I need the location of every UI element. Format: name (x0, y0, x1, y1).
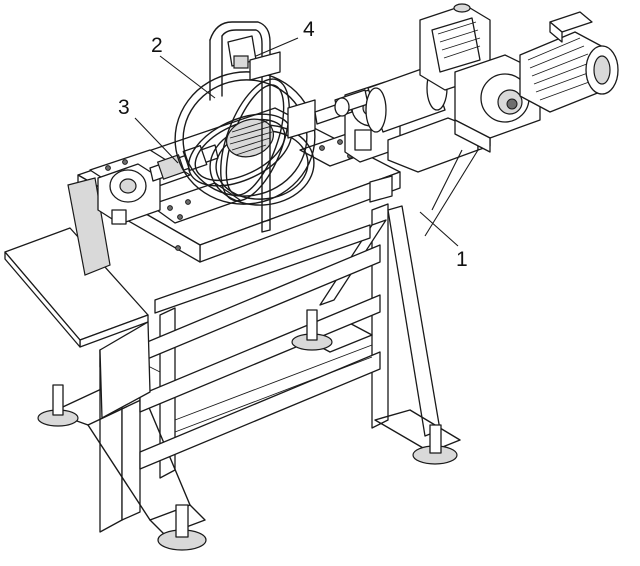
support-frame (51, 203, 461, 536)
callout-3: 3 (118, 96, 130, 119)
gearbox-small (454, 54, 541, 153)
side-tray (4, 227, 151, 419)
callout-1: 1 (456, 248, 468, 271)
leader-1 (419, 211, 459, 247)
cylinder-housing (365, 65, 448, 133)
callout-2: 2 (151, 34, 163, 57)
leader-2 (159, 55, 216, 99)
left-bearing-block (97, 163, 161, 225)
leader-lines (134, 37, 459, 247)
leader-4 (255, 37, 299, 57)
callout-4: 4 (303, 18, 315, 41)
leader-3 (134, 117, 179, 164)
leveling-feet (37, 309, 458, 551)
guide-frame-4 (209, 21, 281, 233)
electric-motor (519, 11, 619, 113)
